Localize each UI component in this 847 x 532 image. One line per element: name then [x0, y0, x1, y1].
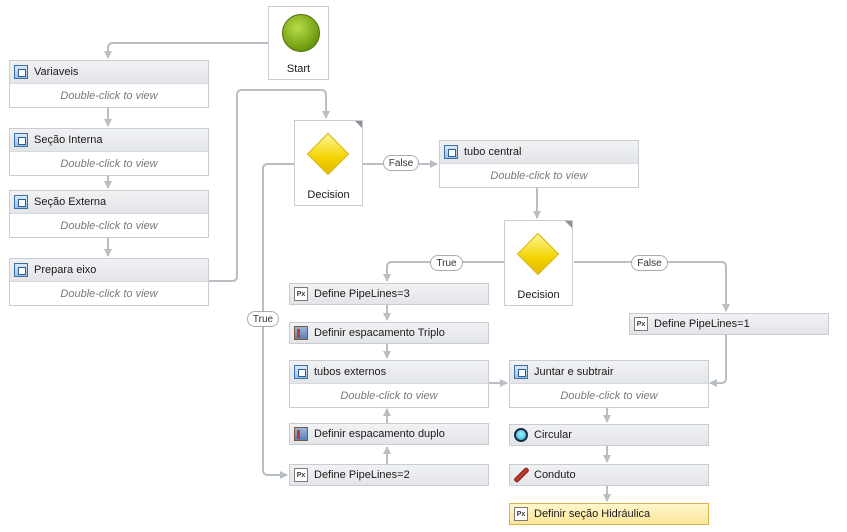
activity-definir-espacamento-duplo[interactable]: Definir espacamento duplo: [289, 423, 489, 445]
edge-label-true[interactable]: True: [430, 255, 463, 271]
activity-title: Circular: [534, 429, 572, 441]
activity-title: Definir seção Hidráulica: [534, 508, 651, 520]
activity-title: tubos externos: [314, 366, 387, 378]
connector-prepara-eixo-decision-1: [209, 89, 330, 282]
assign-icon: Px: [634, 317, 648, 331]
activity-hint: Double-click to view: [10, 83, 208, 107]
invoke-method-icon: [294, 427, 308, 441]
decision-1[interactable]: Decision: [294, 120, 363, 206]
sequence-icon: [14, 263, 28, 277]
activity-title: Define PipeLines=2: [314, 469, 410, 481]
activity-title: Variaveis: [34, 66, 79, 78]
connector-start-variaveis: [104, 42, 268, 59]
activity-define-pipelines-2[interactable]: Px Define PipeLines=2: [289, 464, 489, 486]
edge-label-false[interactable]: False: [383, 155, 419, 171]
activity-prepara-eixo[interactable]: Prepara eixo Double-click to view: [9, 258, 209, 306]
circle-icon: [514, 428, 528, 442]
decision-label: Decision: [307, 189, 350, 201]
activity-title: Define PipeLines=1: [654, 318, 750, 330]
decision-diamond-icon: [306, 132, 350, 176]
activity-tubos-externos[interactable]: tubos externos Double-click to view: [289, 360, 489, 408]
activity-definir-secao-hidraulica[interactable]: Px Definir seção Hidráulica: [509, 503, 709, 525]
activity-title: Definir espacamento Triplo: [314, 327, 445, 339]
pipe-icon: [514, 468, 528, 482]
assign-icon: Px: [294, 468, 308, 482]
activity-secao-externa[interactable]: Seção Externa Double-click to view: [9, 190, 209, 238]
sequence-icon: [514, 365, 528, 379]
start-label: Start: [286, 63, 311, 75]
activity-conduto[interactable]: Conduto: [509, 464, 709, 486]
activity-title: Define PipeLines=3: [314, 288, 410, 300]
assign-icon: Px: [294, 287, 308, 301]
sequence-icon: [14, 65, 28, 79]
sequence-icon: [444, 145, 458, 159]
activity-hint: Double-click to view: [10, 151, 208, 175]
start-node[interactable]: Start: [268, 6, 329, 80]
connector-decision-2-false: [574, 261, 730, 312]
activity-hint: Double-click to view: [440, 163, 638, 187]
assign-icon: Px: [514, 507, 528, 521]
activity-hint: Double-click to view: [10, 213, 208, 237]
activity-title: Definir espacamento duplo: [314, 428, 445, 440]
sequence-icon: [294, 365, 308, 379]
activity-definir-espacamento-triplo[interactable]: Definir espacamento Triplo: [289, 322, 489, 344]
activity-secao-interna[interactable]: Seção Interna Double-click to view: [9, 128, 209, 176]
activity-define-pipelines-3[interactable]: Px Define PipeLines=3: [289, 283, 489, 305]
activity-hint: Double-click to view: [510, 383, 708, 407]
expand-corner-icon: [355, 121, 362, 128]
activity-title: Juntar e subtrair: [534, 366, 614, 378]
activity-title: Prepara eixo: [34, 264, 97, 276]
start-green-circle-icon: [282, 14, 320, 52]
activity-title: Conduto: [534, 469, 576, 481]
sequence-icon: [14, 133, 28, 147]
decision-label: Decision: [517, 289, 560, 301]
sequence-icon: [14, 195, 28, 209]
edge-label-true[interactable]: True: [247, 311, 279, 327]
decision-diamond-icon: [516, 232, 560, 276]
activity-title: Seção Externa: [34, 196, 107, 208]
expand-corner-icon: [565, 221, 572, 228]
activity-define-pipelines-1[interactable]: Px Define PipeLines=1: [629, 313, 829, 335]
decision-2[interactable]: Decision: [504, 220, 573, 306]
activity-circular[interactable]: Circular: [509, 424, 709, 446]
connector-decision-2-true: [383, 261, 504, 282]
activity-juntar-e-subtrair[interactable]: Juntar e subtrair Double-click to view: [509, 360, 709, 408]
activity-variaveis[interactable]: Variaveis Double-click to view: [9, 60, 209, 108]
edge-label-false[interactable]: False: [631, 255, 668, 271]
activity-tubo-central[interactable]: tubo central Double-click to view: [439, 140, 639, 188]
connector-pipelines1-juntar: [709, 334, 727, 387]
activity-hint: Double-click to view: [290, 383, 488, 407]
activity-title: tubo central: [464, 146, 522, 158]
invoke-method-icon: [294, 326, 308, 340]
activity-title: Seção Interna: [34, 134, 103, 146]
activity-hint: Double-click to view: [10, 281, 208, 305]
